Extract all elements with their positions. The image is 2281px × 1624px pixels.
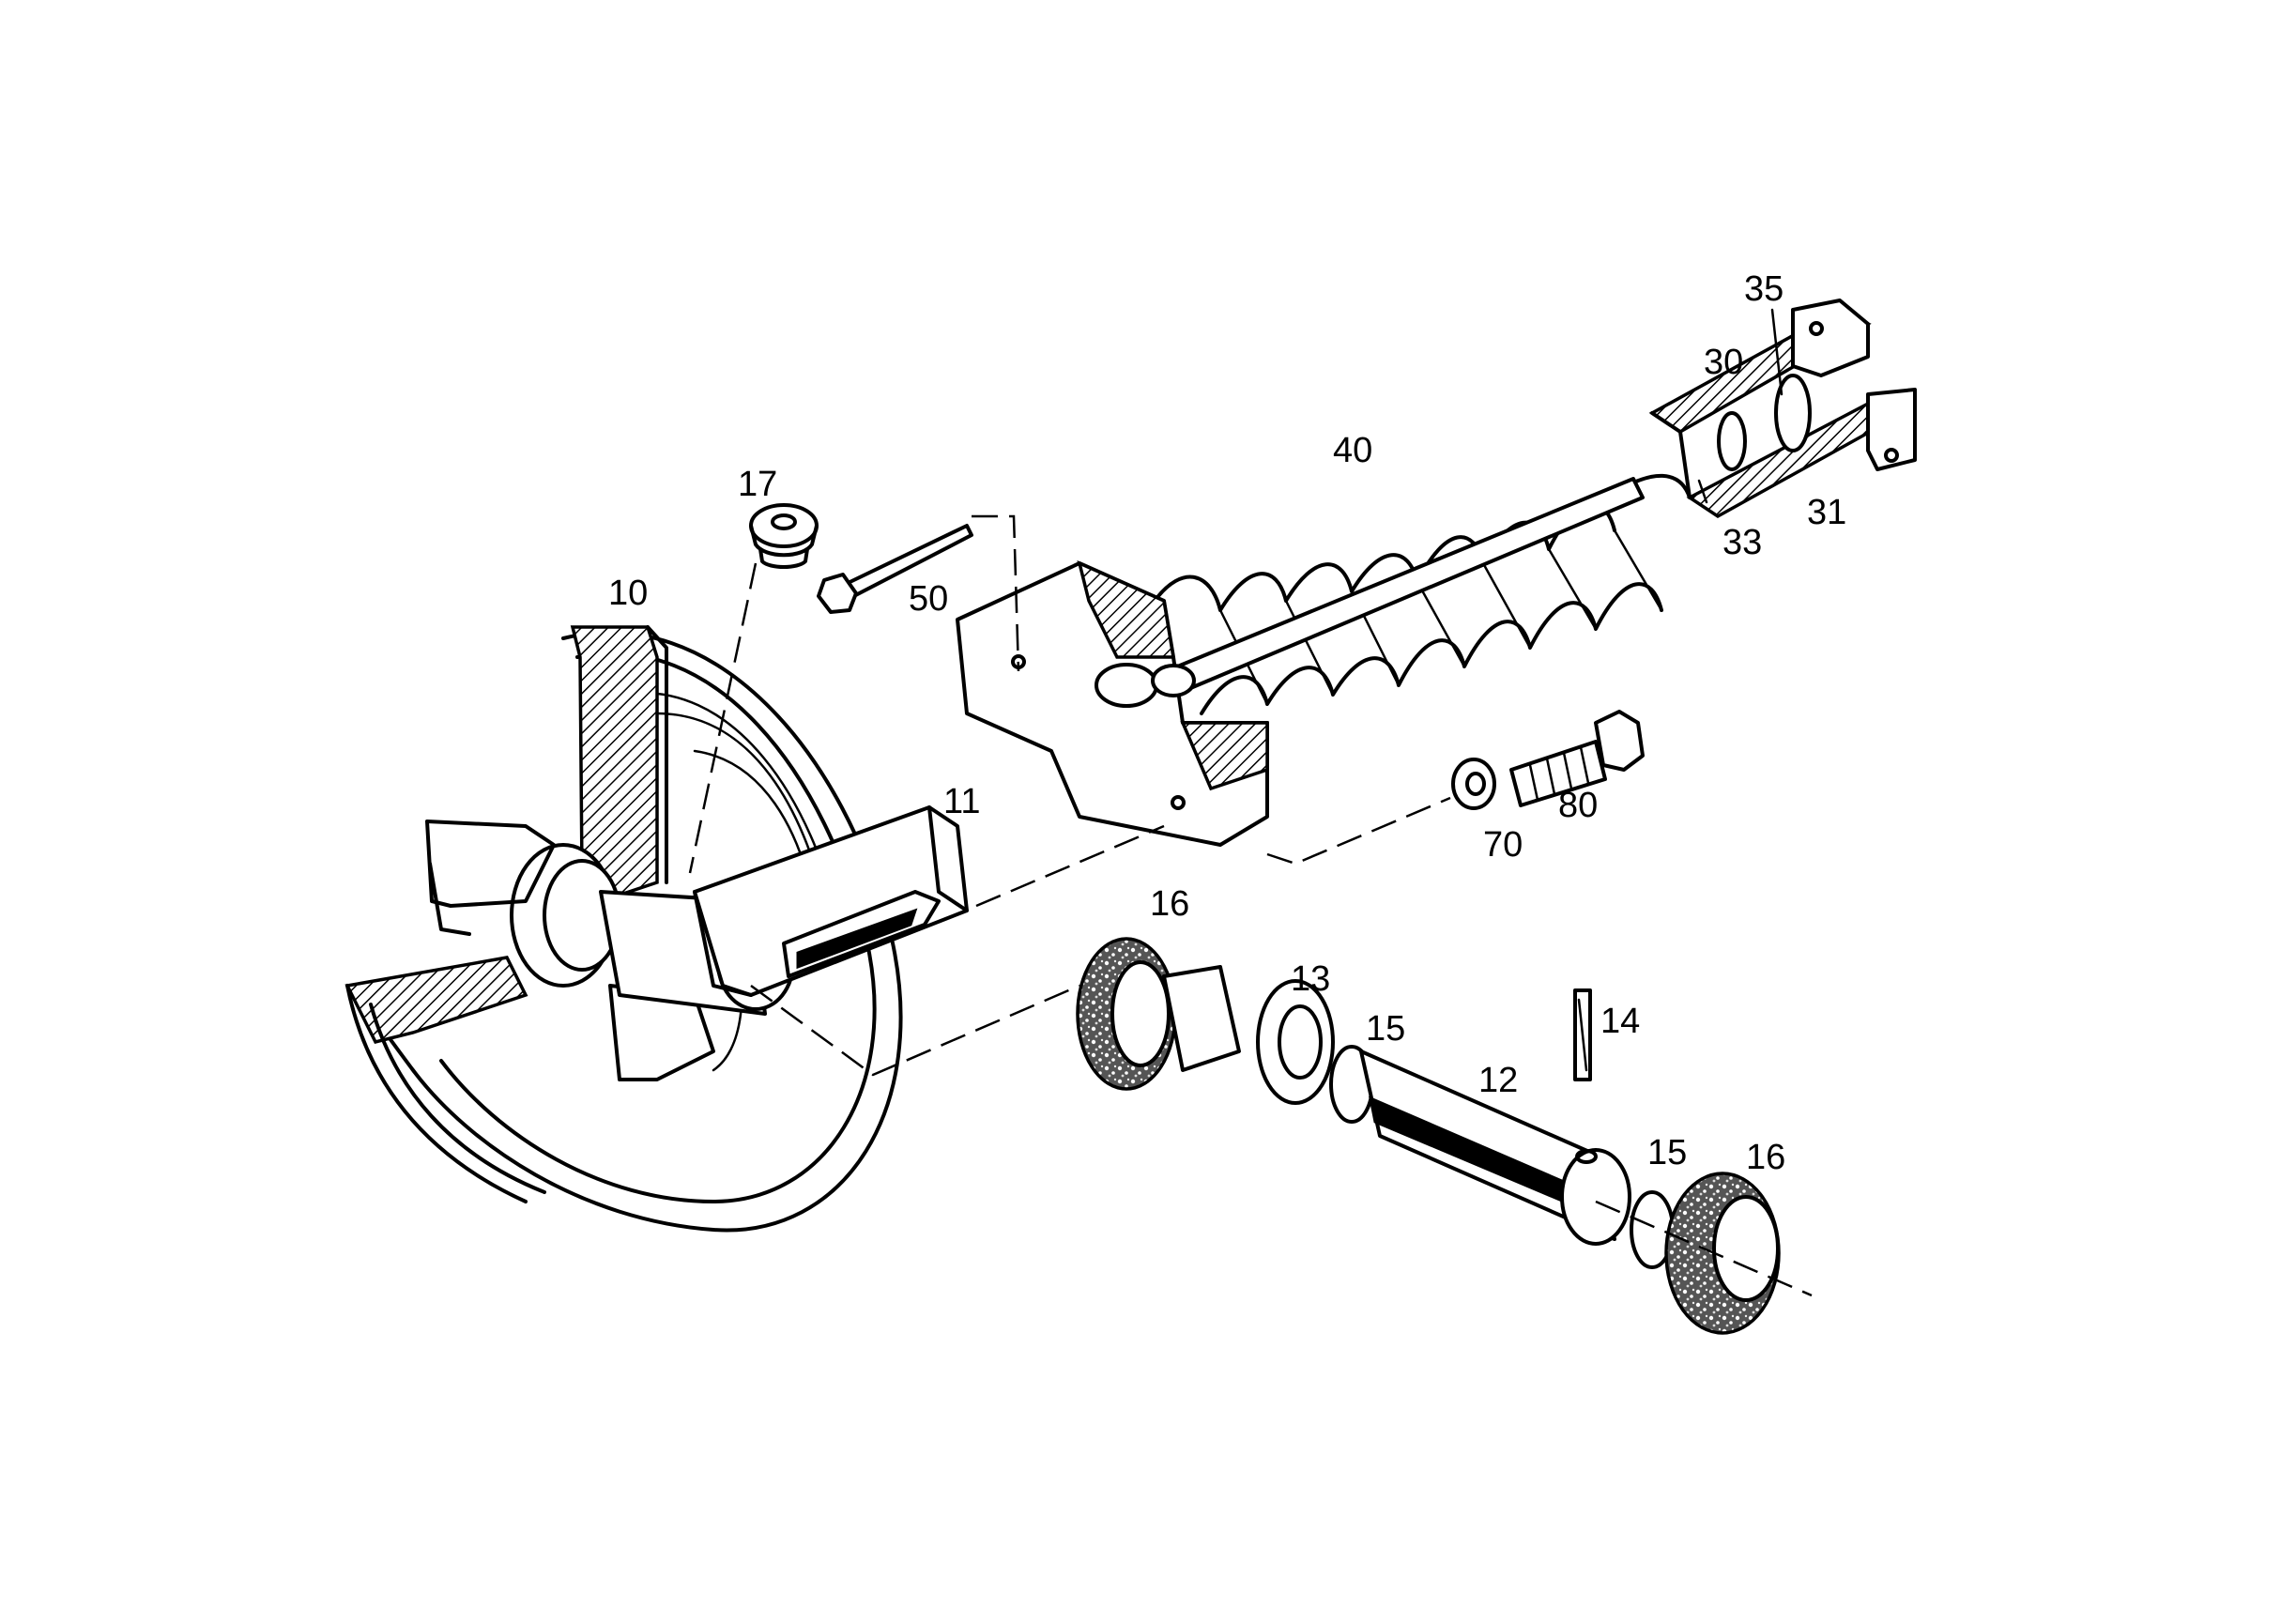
bracket (693, 805, 969, 997)
pin-14 (1573, 988, 1592, 1081)
callout-33: 33 (1722, 523, 1762, 562)
callout-11: 11 (943, 782, 980, 821)
callout-80: 80 (1558, 786, 1598, 825)
bearing-ring-16-right (1664, 1172, 1781, 1335)
bearing-ring-16-left (1076, 937, 1177, 1091)
callout-16-right: 16 (1746, 1138, 1785, 1177)
plug (749, 503, 819, 569)
assembly-lines (688, 514, 1813, 1297)
callout-labels: 10 11 12 13 14 15 15 16 16 17 30 31 33 3… (608, 269, 1846, 1177)
callout-15-right: 15 (1647, 1133, 1687, 1172)
callout-70: 70 (1483, 825, 1523, 865)
bolt-50 (817, 524, 973, 614)
callout-30: 30 (1704, 343, 1743, 382)
callout-14: 14 (1600, 1002, 1640, 1041)
recoil-spring (956, 299, 1917, 847)
callout-17: 17 (738, 465, 777, 504)
callout-10: 10 (608, 574, 648, 613)
callout-13: 13 (1291, 959, 1330, 999)
bolt-80 (1509, 710, 1645, 807)
callout-12: 12 (1478, 1061, 1518, 1100)
callout-40: 40 (1333, 431, 1372, 470)
leader-lines (1697, 308, 1783, 504)
callout-31: 31 (1807, 493, 1846, 532)
callout-15-left: 15 (1366, 1009, 1405, 1049)
bushing-13 (1162, 965, 1335, 1105)
callout-50: 50 (909, 579, 948, 619)
shaft-12 (1359, 1049, 1631, 1246)
callout-16-left: 16 (1150, 884, 1189, 924)
callout-35: 35 (1744, 269, 1783, 309)
washer-70 (1451, 758, 1496, 810)
